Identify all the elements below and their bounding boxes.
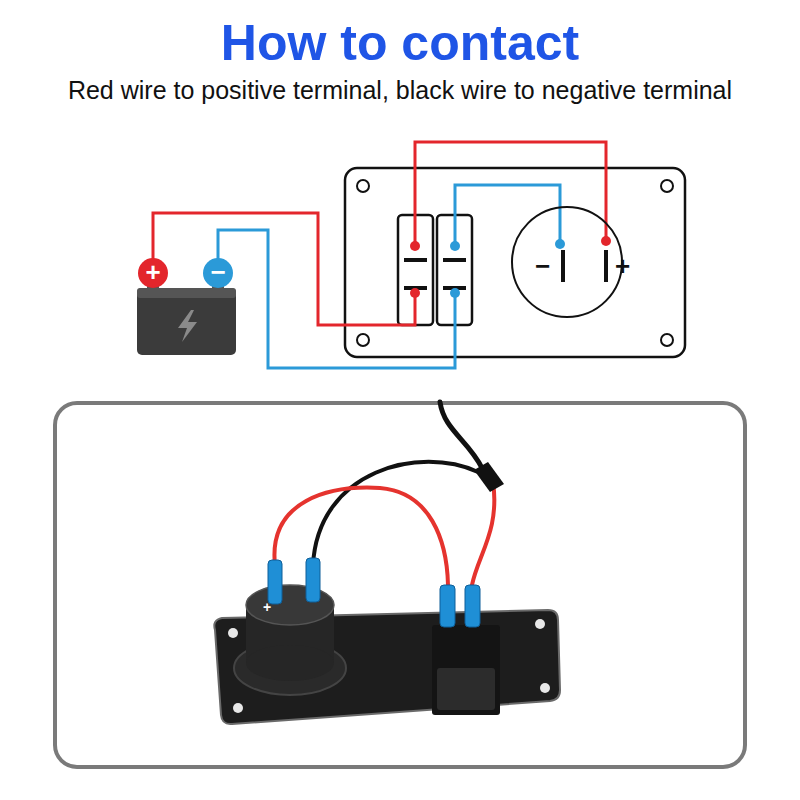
terminal-sign: − [210,259,225,285]
battery-body [137,288,236,355]
blue-wire [218,185,560,368]
switch-body [432,625,500,715]
positive-terminal: + [138,258,168,288]
mount-hole [357,334,369,346]
socket-symbol: −+ [511,206,623,318]
switch-rocker [437,668,495,710]
socket-body [246,645,334,681]
mount-hole [357,180,369,192]
title: How to contact [0,14,800,72]
mount-hole [661,334,673,346]
terminal-sign: + [145,259,160,285]
socket-top [246,585,334,625]
negative-terminal: − [203,258,233,288]
photo-frame [55,403,745,767]
terminal-sign: − [535,253,550,279]
switch-terminals [404,260,466,288]
socket-terminal [561,250,565,282]
crimp-connectors [268,558,480,627]
caption-text: Red wire to positive terminal, black wir… [68,76,732,104]
lightning-icon [178,310,197,342]
fuse-holder [474,462,504,492]
panel-outline [345,168,685,357]
photo-wires [274,402,494,585]
caption: Red wire to positive terminal, black wir… [0,76,800,105]
mount-hole [661,180,673,192]
polarity-mark: + [263,600,271,614]
terminal-sign: + [615,253,630,279]
socket-terminal [604,250,608,282]
